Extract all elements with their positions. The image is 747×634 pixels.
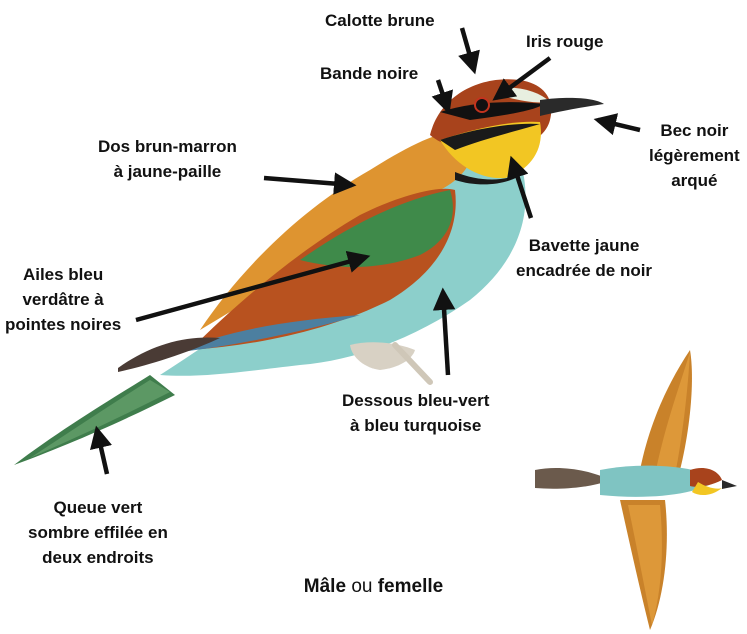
caption: Mâle ou femelle <box>0 576 747 598</box>
label-queue: Queue vert sombre effilée en deux endroi… <box>28 495 168 570</box>
caption-male: Mâle <box>304 576 346 597</box>
label-bec: Bec noir légèrement arqué <box>649 118 740 193</box>
label-bande: Bande noire <box>320 61 418 86</box>
label-bavette: Bavette jaune encadrée de noir <box>516 233 652 283</box>
arrow-bande <box>438 80 448 110</box>
label-dessous: Dessous bleu-vert à bleu turquoise <box>342 388 489 438</box>
arrow-queue <box>97 430 107 474</box>
caption-ou: ou <box>351 576 372 597</box>
label-calotte: Calotte brune <box>325 8 435 33</box>
eye <box>475 98 489 112</box>
arrow-bec <box>598 120 640 130</box>
arrow-dos <box>264 178 352 185</box>
bill <box>540 98 604 116</box>
arrow-calotte <box>462 28 474 70</box>
label-ailes: Ailes bleu verdâtre à pointes noires <box>5 262 121 337</box>
label-iris: Iris rouge <box>526 29 603 54</box>
label-dos: Dos brun-marron à jaune-paille <box>98 134 237 184</box>
caption-femelle: femelle <box>378 576 443 597</box>
